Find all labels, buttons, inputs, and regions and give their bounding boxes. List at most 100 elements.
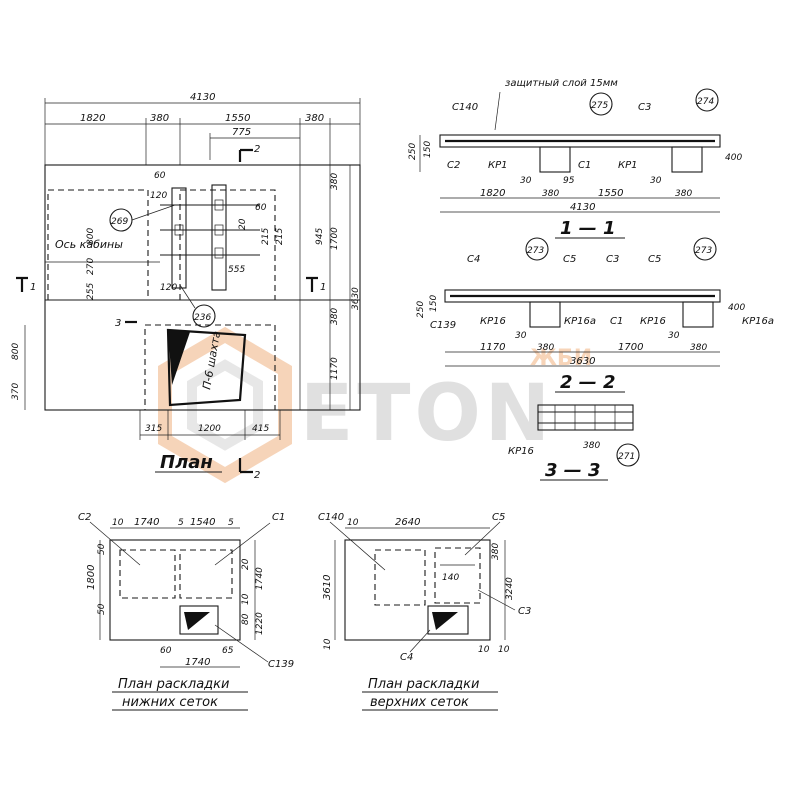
sec11-dim-30b: 30	[650, 176, 662, 186]
lower-dim-50-a: 50	[97, 543, 107, 555]
plan-section-mark-top: 2	[254, 144, 260, 155]
section-2-2: 250 150 400 С4 С5 С3 С5 С139 КР16 КР16а …	[416, 237, 774, 393]
plan-dim-bottom-a: 315	[145, 424, 162, 434]
upper-dim-10-bottom-b: 10	[498, 645, 510, 655]
sec22-label-c4: С4	[467, 254, 480, 265]
sec11-dim-380b: 380	[675, 189, 692, 199]
sec22-callout-273-a	[525, 237, 549, 261]
lower-dim-5-b: 5	[228, 518, 234, 528]
plan-dim-right-span: 1550	[225, 113, 250, 124]
sec33-title: 3 — 3	[545, 460, 601, 481]
plan-inner-dim-g: 20	[238, 218, 248, 230]
plan-label-shaft: П-6 шахта	[200, 330, 223, 391]
sec11-label-c3: С3	[638, 102, 651, 113]
plan-dim-right-e: 1170	[330, 357, 340, 380]
sec11-callout-274-text: 274	[697, 97, 714, 107]
lower-label-c139: С139	[268, 659, 294, 670]
lower-dim-1740-bottom: 1740	[185, 657, 210, 668]
plan-inner-dim-i: 215	[275, 228, 285, 245]
sec11-label-c1: С1	[578, 160, 591, 171]
sec22-label-c5-b: С5	[648, 254, 661, 265]
sec22-dim-a: 250	[416, 301, 426, 318]
sec11-label-c2: С2	[447, 160, 460, 171]
sec11-callout-274	[695, 88, 719, 112]
sec11-dim-a: 250	[408, 143, 418, 160]
sec11-callout-275-text: 275	[591, 101, 608, 111]
plan-inner-dim-h: 215	[261, 228, 271, 245]
sec22-label-kr16a-b: КР16а	[742, 316, 774, 327]
sec22-label-c1: С1	[610, 316, 623, 327]
lower-dim-10-b: 10	[241, 593, 251, 605]
plan-inner-dim-c: 800	[86, 228, 96, 245]
sec22-dim-30a: 30	[515, 331, 527, 341]
sec22-label-c5-a: С5	[563, 254, 576, 265]
lower-label-c2: С2	[78, 512, 91, 523]
sec22-label-kr16-b: КР16	[640, 316, 666, 327]
plan-label-axis: Ось кабины	[55, 238, 123, 251]
sec22-dim-c: 400	[728, 303, 745, 313]
lower-title-line2: нижних сеток	[122, 695, 218, 710]
upper-dim-3240: 3240	[505, 577, 515, 600]
plan-inner-dim-e: 255	[86, 283, 96, 300]
upper-label-c4: С4	[400, 652, 413, 663]
lower-dim-1740-top: 1740	[134, 517, 159, 528]
sec33-callout-271	[616, 443, 640, 467]
section-3-3: КР16 380 271 3 — 3	[508, 404, 640, 481]
sec22-label-c139: С139	[430, 320, 456, 331]
plan-section-3: 3	[115, 318, 121, 329]
sec22-dim-380b: 380	[690, 343, 707, 353]
plan-inner-dim-b: 120	[150, 191, 167, 201]
lower-dim-60: 60	[160, 646, 172, 656]
plan-shaft-opening	[166, 328, 247, 407]
plan-dim-left-a: 800	[11, 343, 21, 360]
lower-dim-1540: 1540	[190, 517, 215, 528]
watermark-sub: ЖБИ	[530, 346, 592, 371]
plan-callout-236-text: 236	[194, 313, 211, 323]
plan-dim-wall-2: 380	[305, 113, 324, 124]
sec11-dim-b: 150	[423, 141, 433, 158]
plan-dim-right-b: 945	[315, 228, 325, 245]
plan-dim-bottom-b: 1200	[198, 424, 221, 434]
plan-section-1-left: 1	[30, 282, 36, 293]
callout-236	[192, 304, 216, 328]
upper-title-line2: верхних сеток	[370, 695, 469, 710]
sec22-callout-273-b-text: 273	[695, 246, 712, 256]
sec11-dim-total: 4130	[570, 202, 595, 213]
sec22-dim-b: 150	[429, 295, 439, 312]
lower-dim-1740-right: 1740	[255, 567, 265, 590]
plan-dim-half: 775	[232, 127, 251, 138]
sec22-dim-span-2: 1700	[618, 342, 643, 353]
plan-title: План	[160, 452, 213, 473]
upper-label-c140: С140	[318, 512, 344, 523]
plan-dim-left-span: 1820	[80, 113, 105, 124]
lower-dim-1800: 1800	[86, 565, 97, 590]
lower-dim-20: 20	[241, 558, 251, 570]
upper-dim-2640: 2640	[395, 517, 420, 528]
lower-label-c1: С1	[272, 512, 285, 523]
upper-dim-10-left: 10	[323, 638, 333, 650]
sec22-label-kr16-a: КР16	[480, 316, 506, 327]
upper-dim-140: 140	[442, 573, 459, 583]
upper-title-line1: План раскладки	[368, 677, 479, 692]
plan-section-1-right: 1	[320, 282, 326, 293]
plan-dim-bottom-c: 415	[252, 424, 269, 434]
sec11-dim-span-2: 1550	[598, 188, 623, 199]
lower-title-line1: План раскладки	[118, 677, 229, 692]
sec11-label-c140: С140	[452, 102, 478, 113]
plan-dim-wall-1: 380	[150, 113, 169, 124]
plan-dim-right-a: 380	[330, 173, 340, 190]
sec22-label-kr16a-a: КР16а	[564, 316, 596, 327]
upper-dim-3610: 3610	[322, 575, 333, 600]
lower-dim-5-a: 5	[178, 518, 184, 528]
plan-inner-dim-k: 120	[160, 283, 177, 293]
sec11-note: защитный слой 15мм	[505, 78, 618, 89]
sec11-callout-275	[589, 92, 613, 116]
section-1-1: защитный слой 15мм 250 150 400 С140 С3 С…	[408, 78, 742, 239]
sec11-dim-30a: 30	[520, 176, 532, 186]
sec11-title: 1 — 1	[560, 218, 616, 239]
plan-inner-dim-d: 270	[86, 258, 96, 275]
sec33-callout-271-text: 271	[618, 452, 635, 462]
sec22-title: 2 — 2	[560, 372, 616, 393]
lower-dim-80: 80	[241, 613, 251, 625]
